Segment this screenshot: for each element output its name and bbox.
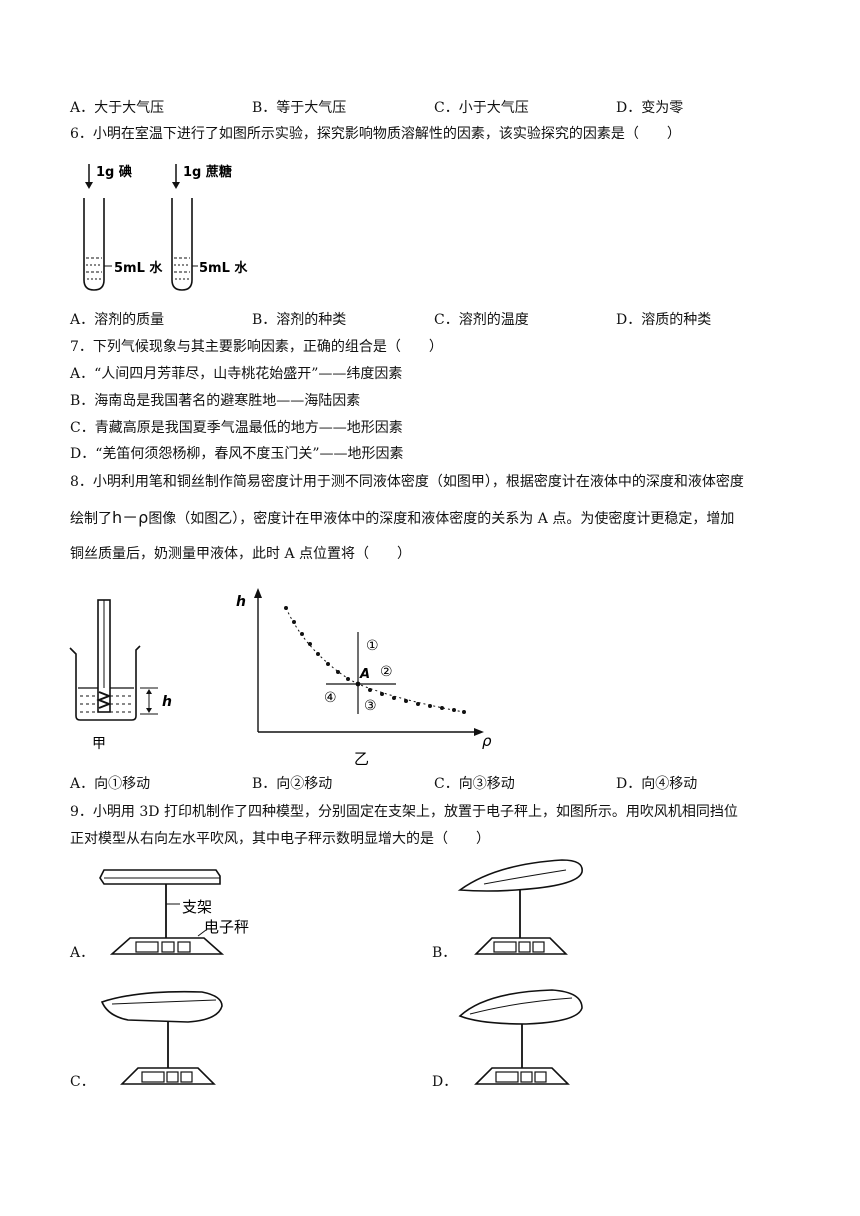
- q7-option-a: A．“人间四月芳菲尽，山寺桃花始盛开”——纬度因素: [70, 366, 403, 382]
- scale-label: 电子秤: [204, 918, 249, 936]
- water2-label: 5mL 水: [199, 260, 248, 276]
- figure-jia-label: 甲: [92, 736, 106, 752]
- q5-option-b: B．等于大气压: [252, 100, 347, 116]
- q6-option-c: C．溶剂的温度: [434, 312, 529, 328]
- q8-stem-math: h－ρ: [112, 508, 149, 527]
- q5-option-c: C．小于大气压: [434, 100, 529, 116]
- q6-stem: 6．小明在室温下进行了如图所示实验，探究影响物质溶解性的因素，该实验探究的因素是…: [70, 126, 681, 142]
- q8-option-b: B．向②移动: [252, 776, 333, 792]
- copper-wire: [96, 691, 112, 709]
- q8-stem-line2: 绘制了h－ρ图像（如图乙），密度计在甲液体中的深度和液体密度的关系为 A 点。为…: [70, 508, 734, 529]
- marker-1: ①: [366, 638, 379, 654]
- q9-option-a: A．: [70, 945, 95, 961]
- q8-stem-line3: 铜丝质量后，奶测量甲液体，此时 A 点位置将（ ）: [70, 546, 412, 562]
- q9-stem-line2: 正对模型从右向左水平吹风，其中电子秤示数明显增大的是（ ）: [70, 831, 490, 847]
- q6-option-d: D．溶质的种类: [616, 312, 712, 328]
- model-c-figure: [100, 990, 223, 1085]
- model-a-figure: 支架 电子秤: [99, 869, 249, 955]
- x-axis-label: ρ: [482, 732, 492, 750]
- q8-option-d: D．向④移动: [616, 776, 698, 792]
- tube-sucrose: 1g 蔗糖 5mL 水: [171, 164, 248, 291]
- q5-option-d: D．变为零: [616, 100, 684, 116]
- q8-stem-line2-a: 绘制了: [70, 511, 112, 527]
- q7-stem: 7．下列气候现象与其主要影响因素，正确的组合是（ ）: [70, 339, 443, 355]
- q7-option-b: B．海南岛是我国著名的避寒胜地——海陆因素: [70, 393, 361, 409]
- q6-figure-test-tubes: 1g 碘 5mL 水 1g 蔗糖 5mL 水: [83, 164, 248, 291]
- model-d-wing: [458, 989, 583, 1025]
- tube2-label: 1g 蔗糖: [183, 164, 232, 180]
- q9-stem-line1: 9．小明用 3D 打印机制作了四种模型，分别固定在支架上，放置于电子秤上，如图所…: [70, 804, 738, 820]
- marker-2: ②: [380, 664, 393, 680]
- point-a-label: A: [359, 667, 370, 682]
- model-a-flat-plate: [99, 869, 221, 885]
- q7-option-c: C．青藏高原是我国夏季气温最低的地方——地形因素: [70, 420, 403, 436]
- marker-3: ③: [364, 698, 377, 714]
- model-d-figure: [458, 989, 583, 1085]
- q8-option-a: A．向①移动: [70, 776, 151, 792]
- curve-points: [284, 606, 466, 714]
- q8-figure-jia: h 甲: [69, 599, 172, 752]
- q6-option-b: B．溶剂的种类: [252, 312, 347, 328]
- q7-option-d: D．“羌笛何须怨杨柳，春风不度玉门关”——地形因素: [70, 446, 404, 462]
- q9-option-c: C．: [70, 1074, 95, 1090]
- h-rho-curve: [285, 607, 465, 713]
- tube-iodine: 1g 碘 5mL 水: [83, 164, 163, 291]
- q5-option-a: A．大于大气压: [70, 100, 165, 116]
- beaker: [69, 645, 141, 721]
- water1-label: 5mL 水: [114, 260, 163, 276]
- stand-label: 支架: [182, 898, 212, 916]
- tube1-label: 1g 碘: [96, 164, 132, 180]
- q8-option-c: C．向③移动: [434, 776, 515, 792]
- q9-option-d: D．: [432, 1074, 458, 1090]
- q6-option-a: A．溶剂的质量: [70, 312, 165, 328]
- depth-h-label: h: [162, 694, 172, 710]
- q9-option-b: B．: [432, 945, 457, 961]
- model-c-inverted-airfoil: [100, 990, 223, 1023]
- axes: h ρ: [236, 588, 492, 750]
- y-axis-label: h: [236, 594, 246, 610]
- marker-4: ④: [324, 690, 337, 706]
- model-b-figure: [457, 859, 583, 955]
- model-b-airfoil: [457, 859, 583, 892]
- q8-figure-yi-graph: h ρ ① A ② ③ ④ 乙: [236, 588, 492, 768]
- q8-stem-line2-b: 图像（如图乙），密度计在甲液体中的深度和液体密度的关系为 A 点。为使密度计更稳…: [148, 511, 735, 527]
- q8-stem-line1: 8．小明利用笔和铜丝制作简易密度计用于测不同液体密度（如图甲），根据密度计在液体…: [70, 474, 744, 490]
- figure-yi-label: 乙: [354, 750, 369, 768]
